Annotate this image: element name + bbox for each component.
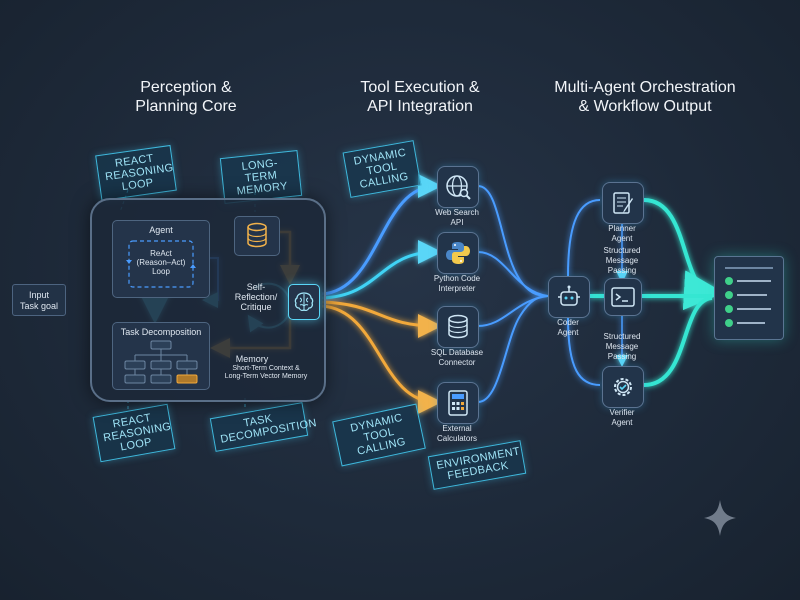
sql-database-label: SQL Database Connector <box>430 348 484 367</box>
python-icon <box>446 242 470 264</box>
python-interpreter-node <box>437 232 479 274</box>
brain-node <box>288 284 320 320</box>
robot-icon <box>558 285 580 306</box>
structured-message-passing-bottom: Structured Message Passing <box>603 332 641 361</box>
task-decomposition-box: Task Decomposition <box>112 322 210 390</box>
orchestration-flows <box>567 198 724 387</box>
gear-check-icon <box>614 378 632 396</box>
react-loop-icon <box>126 240 196 288</box>
checklist-icon <box>725 267 773 327</box>
web-search-api-node <box>437 166 479 208</box>
structured-message-passing-top: Structured Message Passing <box>603 246 641 275</box>
verifier-agent-node <box>602 366 644 408</box>
verifier-agent-label: Verifier Agent <box>609 408 635 427</box>
workflow-output-document <box>714 256 784 340</box>
coder-agent-node <box>548 276 590 318</box>
react-loop-label: ReAct (Reason–Act) Loop <box>136 249 186 276</box>
globe-search-icon <box>446 175 471 200</box>
tag-long-term-memory: LONG-TERM MEMORY <box>219 150 303 204</box>
memory-title: Memory <box>235 354 269 364</box>
agent-box: Agent ReAct (Reason–Act) Loop <box>112 220 210 298</box>
tools-to-coder-flows <box>477 185 549 403</box>
perception-title: Perception & Planning Core <box>135 79 237 115</box>
calculator-icon <box>448 390 468 416</box>
sql-database-node <box>437 306 479 348</box>
external-calculators-label: External Calculators <box>436 424 477 443</box>
input-label: Input <box>28 290 50 300</box>
input-box: Input Task goal <box>12 284 66 316</box>
agent-title: Agent <box>149 225 173 235</box>
core-to-tools-flows <box>321 174 442 414</box>
planner-agent-label: Planner Agent <box>608 224 636 243</box>
web-search-api-label: Web Search API <box>435 208 479 227</box>
terminal-node <box>604 278 642 316</box>
sparkle-icon <box>704 500 736 536</box>
database-icon <box>247 222 267 248</box>
input-sublabel: Task goal <box>19 301 59 311</box>
brain-icon <box>294 292 314 312</box>
long-term-memory-node <box>234 216 280 256</box>
task-decomposition-title: Task Decomposition <box>120 327 202 337</box>
python-interpreter-label: Python Code Interpreter <box>433 274 481 293</box>
coder-agent-label: Coder Agent <box>557 318 579 337</box>
terminal-icon <box>611 287 635 307</box>
database-icon <box>448 314 468 339</box>
tools-title: Tool Execution & API Integration <box>360 79 480 115</box>
task-tree-icon <box>124 340 198 384</box>
planner-agent-node <box>602 182 644 224</box>
perception-core-panel: Agent ReAct (Reason–Act) Loop Task Decom… <box>90 198 326 402</box>
external-calculators-node <box>437 382 479 424</box>
clipboard-pencil-icon <box>613 192 633 214</box>
memory-subtitle: Short-Term Context & Long-Term Vector Me… <box>224 365 308 380</box>
orchestration-title: Multi-Agent Orchestration & Workflow Out… <box>554 79 736 115</box>
self-reflection-label: Self- Reflection/ Critique <box>234 282 278 312</box>
